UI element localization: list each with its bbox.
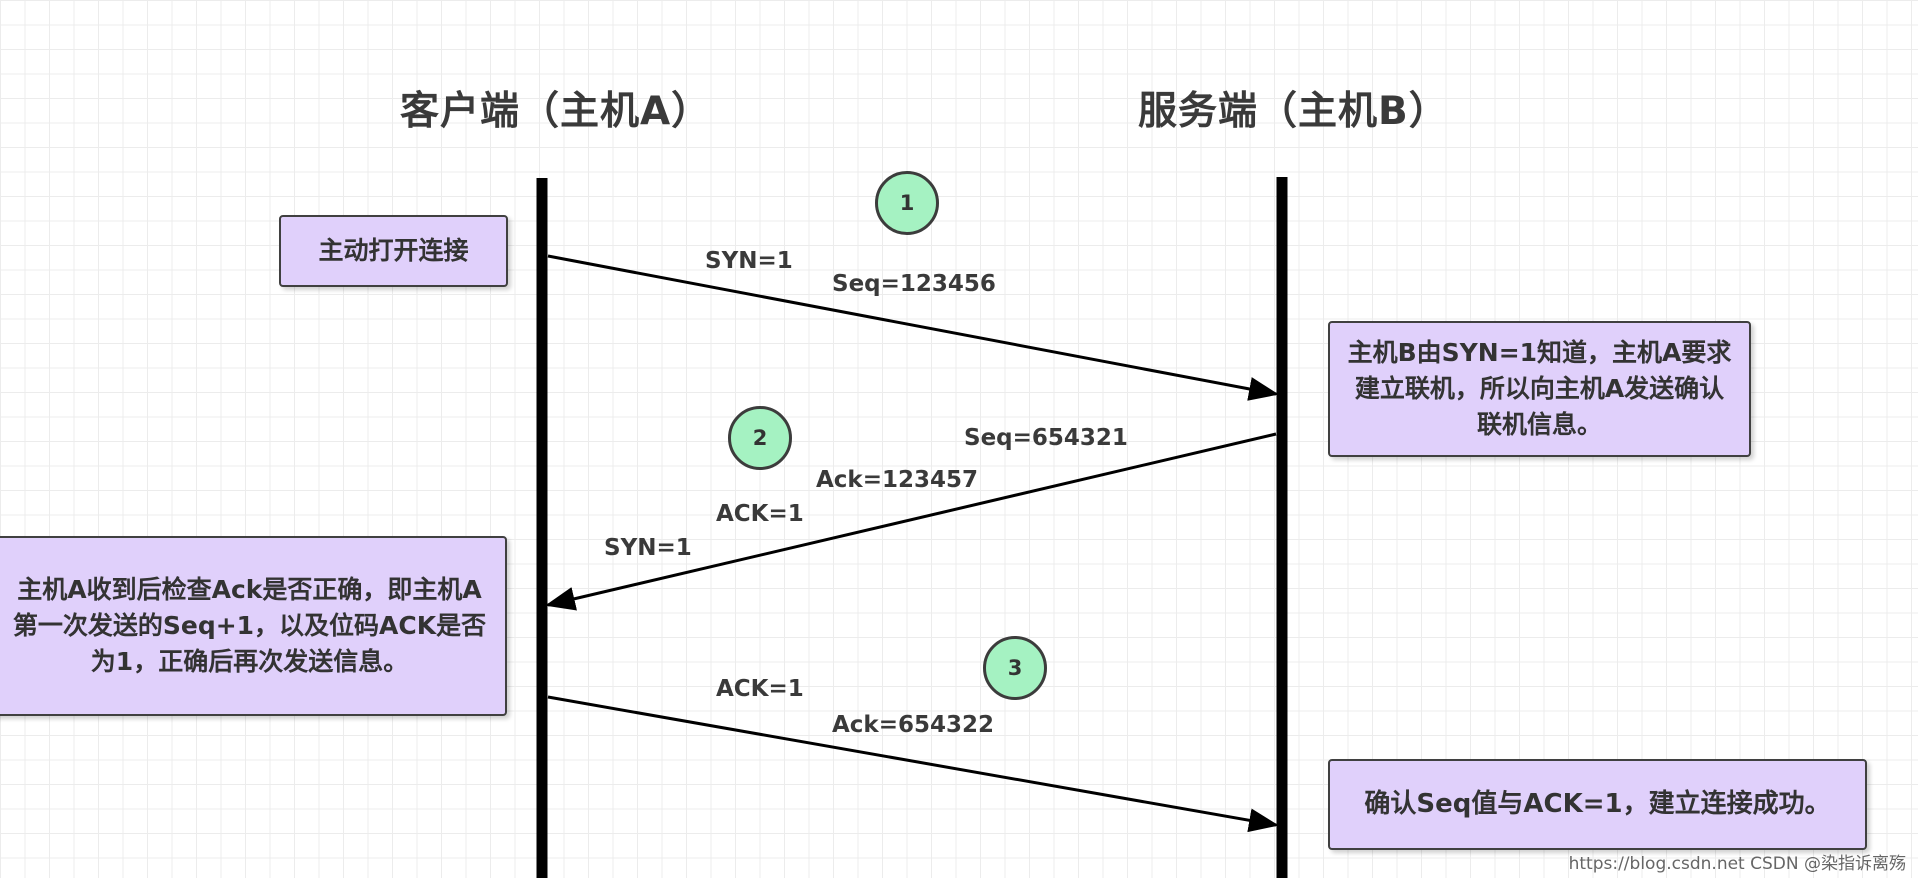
- watermark: https://blog.csdn.net CSDN @染指诉离殇: [1568, 854, 1906, 874]
- step-1-badge: 1: [875, 171, 939, 235]
- client-open-text: 主动打开连接: [318, 235, 469, 265]
- success-text: 确认Seq值与ACK=1，建立连接成功。: [1364, 788, 1831, 819]
- m2-seq-label: Seq=654321: [964, 425, 1128, 451]
- server-heading: 服务端（主机B）: [1138, 89, 1449, 134]
- step-2-badge: 2: [728, 406, 792, 470]
- client-open-note: 主动打开连接: [279, 215, 508, 287]
- m2-ack-label: Ack=123457: [816, 467, 979, 493]
- success-note: 确认Seq值与ACK=1，建立连接成功。: [1328, 759, 1867, 850]
- m3-ack-label: Ack=654322: [832, 712, 995, 738]
- client-check-text: 主机A收到后检查Ack是否正确，即主机A第一次发送的Seq+1，以及位码ACK是…: [12, 574, 487, 677]
- m1-seq-label: Seq=123456: [832, 271, 996, 297]
- m2-ack-flag-label: ACK=1: [716, 501, 804, 527]
- arrow-ack: [547, 695, 1279, 833]
- client-check-note: 主机A收到后检查Ack是否正确，即主机A第一次发送的Seq+1，以及位码ACK是…: [0, 536, 507, 716]
- m2-syn-label: SYN=1: [604, 535, 692, 561]
- m1-syn-label: SYN=1: [705, 248, 793, 274]
- step-3-badge: 3: [983, 636, 1047, 700]
- m3-ack-flag-label: ACK=1: [716, 676, 804, 702]
- client-heading: 客户端（主机A）: [400, 89, 712, 134]
- arrow-syn: [547, 254, 1279, 401]
- arrow-syn-ack: [545, 432, 1277, 611]
- server-note-text: 主机B由SYN=1知道，主机A要求建立联机，所以向主机A发送确认联机信息。: [1347, 337, 1732, 440]
- server-note: 主机B由SYN=1知道，主机A要求建立联机，所以向主机A发送确认联机信息。: [1328, 321, 1751, 457]
